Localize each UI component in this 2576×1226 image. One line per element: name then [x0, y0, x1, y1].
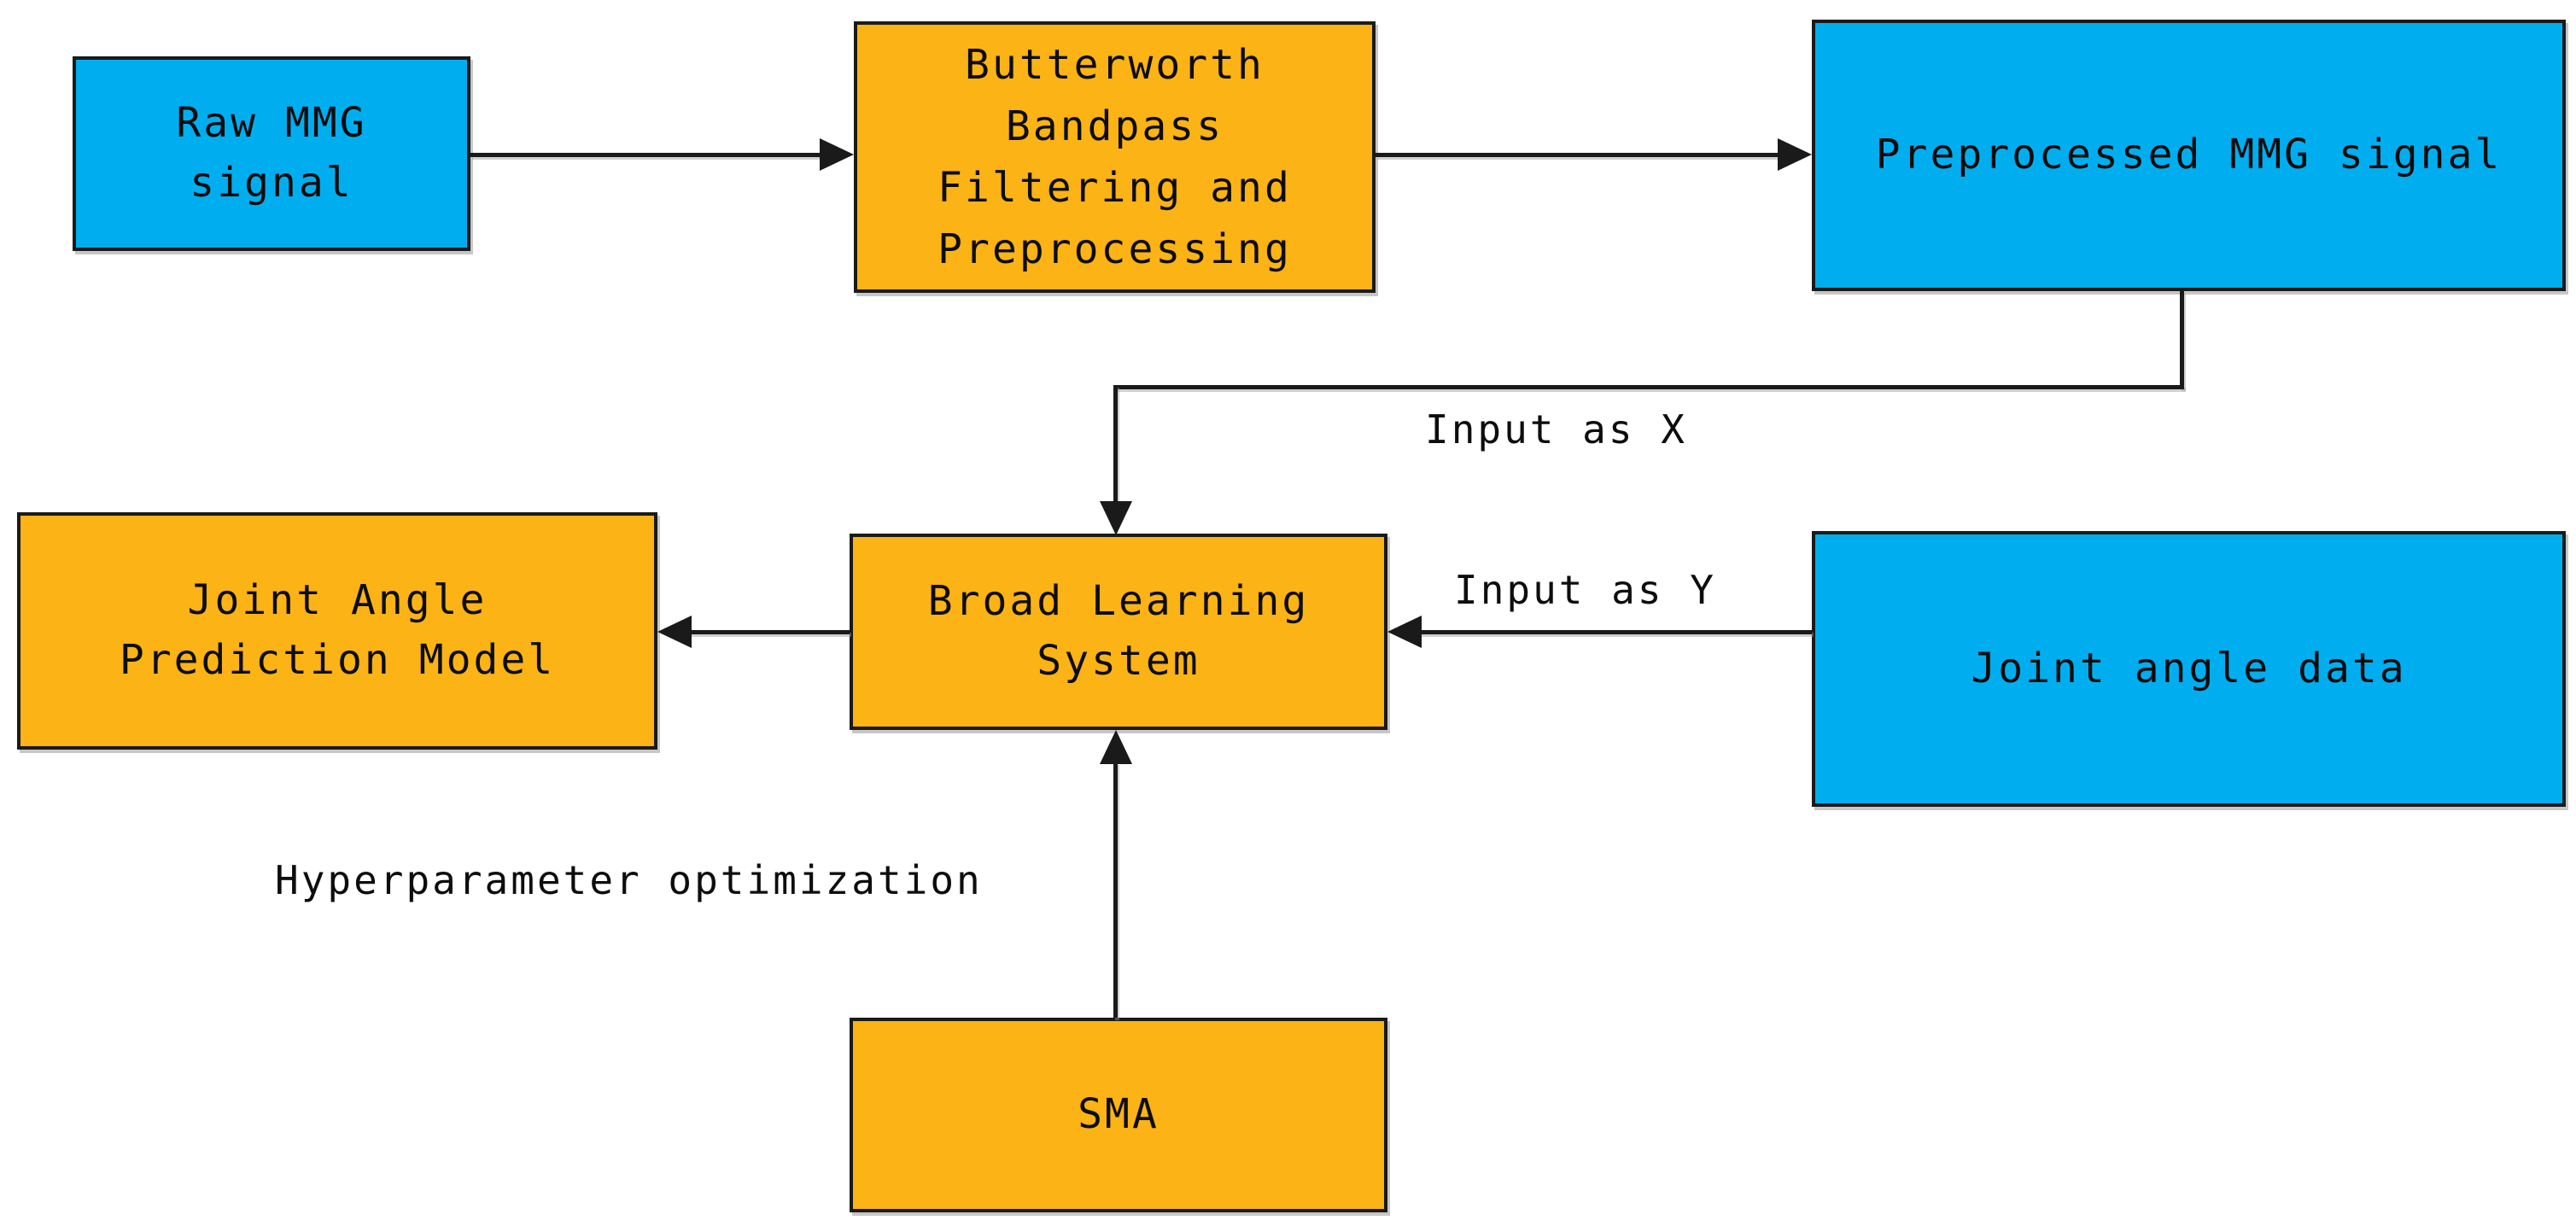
connector-raw-to-butterworth: [470, 153, 821, 157]
node-raw-mmg-signal: Raw MMG signal: [73, 56, 470, 251]
node-butterworth-bandpass-filtering: Butterworth Bandpass Filtering and Prepr…: [854, 21, 1376, 293]
node-sma: SMA: [850, 1018, 1387, 1212]
node-joint-angle-prediction-model: Joint Angle Prediction Model: [17, 512, 657, 750]
arrowhead-into-preprocessed-icon: [1778, 138, 1812, 171]
node-preprocessed-mmg-signal: Preprocessed MMG signal: [1812, 20, 2566, 291]
connector-bls-to-predictionmodel: [690, 630, 850, 634]
connector-butterworth-to-preprocessed: [1376, 153, 1779, 157]
edge-label-input-as-y: Input as Y: [1454, 567, 1716, 613]
connector-sma-to-bls: [1113, 762, 1118, 1018]
arrowhead-into-bls-right-icon: [1387, 616, 1422, 648]
node-joint-angle-data: Joint angle data: [1812, 531, 2566, 807]
arrowhead-into-butterworth-icon: [820, 138, 854, 171]
connector-elbow-left-segment: [1113, 385, 2184, 389]
arrowhead-into-predictionmodel-icon: [657, 616, 692, 648]
edge-label-input-as-x: Input as X: [1425, 406, 1687, 452]
arrowhead-into-bls-top-icon: [1100, 501, 1132, 535]
arrowhead-into-bls-bottom-icon: [1100, 730, 1132, 764]
connector-elbow-down-segment: [1113, 385, 1118, 501]
node-broad-learning-system: Broad Learning System: [850, 534, 1387, 730]
connector-jointangledata-to-bls: [1420, 630, 1812, 634]
connector-preprocessed-down-segment: [2180, 291, 2184, 388]
edge-label-hyperparameter-optimization: Hyperparameter optimization: [275, 857, 983, 903]
